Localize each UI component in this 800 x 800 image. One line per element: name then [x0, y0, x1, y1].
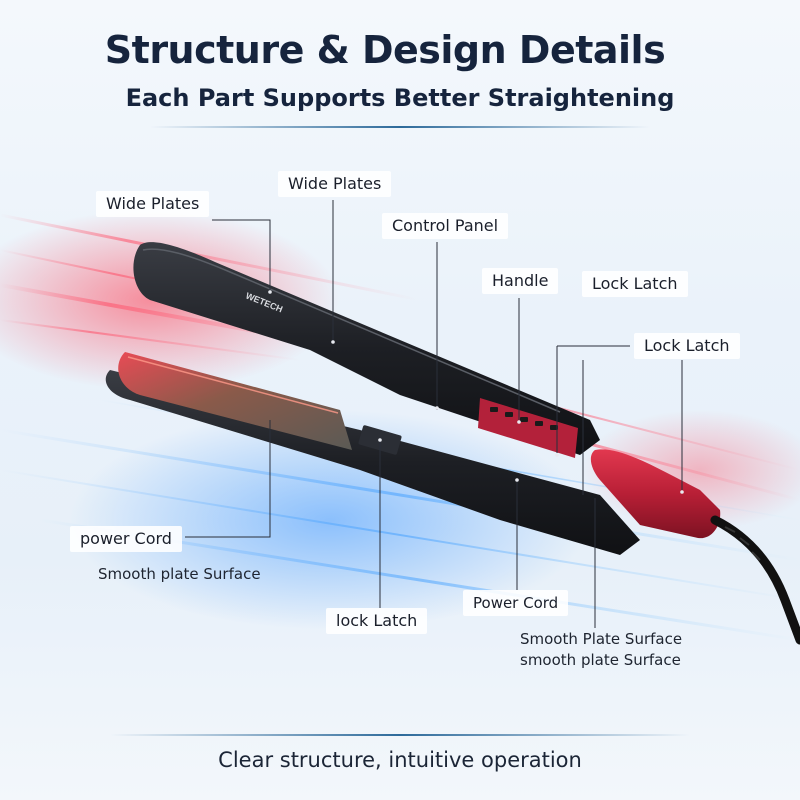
- footer-tagline: Clear structure, intuitive operation: [218, 748, 582, 772]
- divider-top: [150, 126, 650, 128]
- label-power-cord-bottom: Power Cord: [463, 590, 569, 616]
- power-cord: [710, 515, 800, 645]
- label-lock-latch-right: Lock Latch: [634, 333, 740, 359]
- label-smooth-plate-right-2: smooth plate Surface: [520, 651, 681, 669]
- divider-bottom: [110, 734, 690, 736]
- label-wide-plates-left: Wide Plates: [96, 191, 210, 217]
- heated-plate: [118, 352, 352, 450]
- label-lock-latch-bottom: lock Latch: [326, 608, 428, 634]
- label-wide-plates-top: Wide Plates: [278, 171, 392, 197]
- label-power-cord-left: power Cord: [70, 526, 182, 552]
- label-smooth-plate-left: Smooth plate Surface: [98, 565, 261, 583]
- label-lock-latch-top: Lock Latch: [582, 271, 688, 297]
- control-panel: [478, 398, 578, 458]
- red-handle: [590, 449, 721, 539]
- label-smooth-plate-right-1: Smooth Plate Surface: [520, 630, 683, 648]
- page-subtitle: Each Part Supports Better Straightening: [125, 84, 675, 112]
- label-control-panel: Control Panel: [382, 213, 509, 239]
- label-handle: Handle: [482, 268, 559, 294]
- page-title: Structure & Design Details: [104, 28, 666, 72]
